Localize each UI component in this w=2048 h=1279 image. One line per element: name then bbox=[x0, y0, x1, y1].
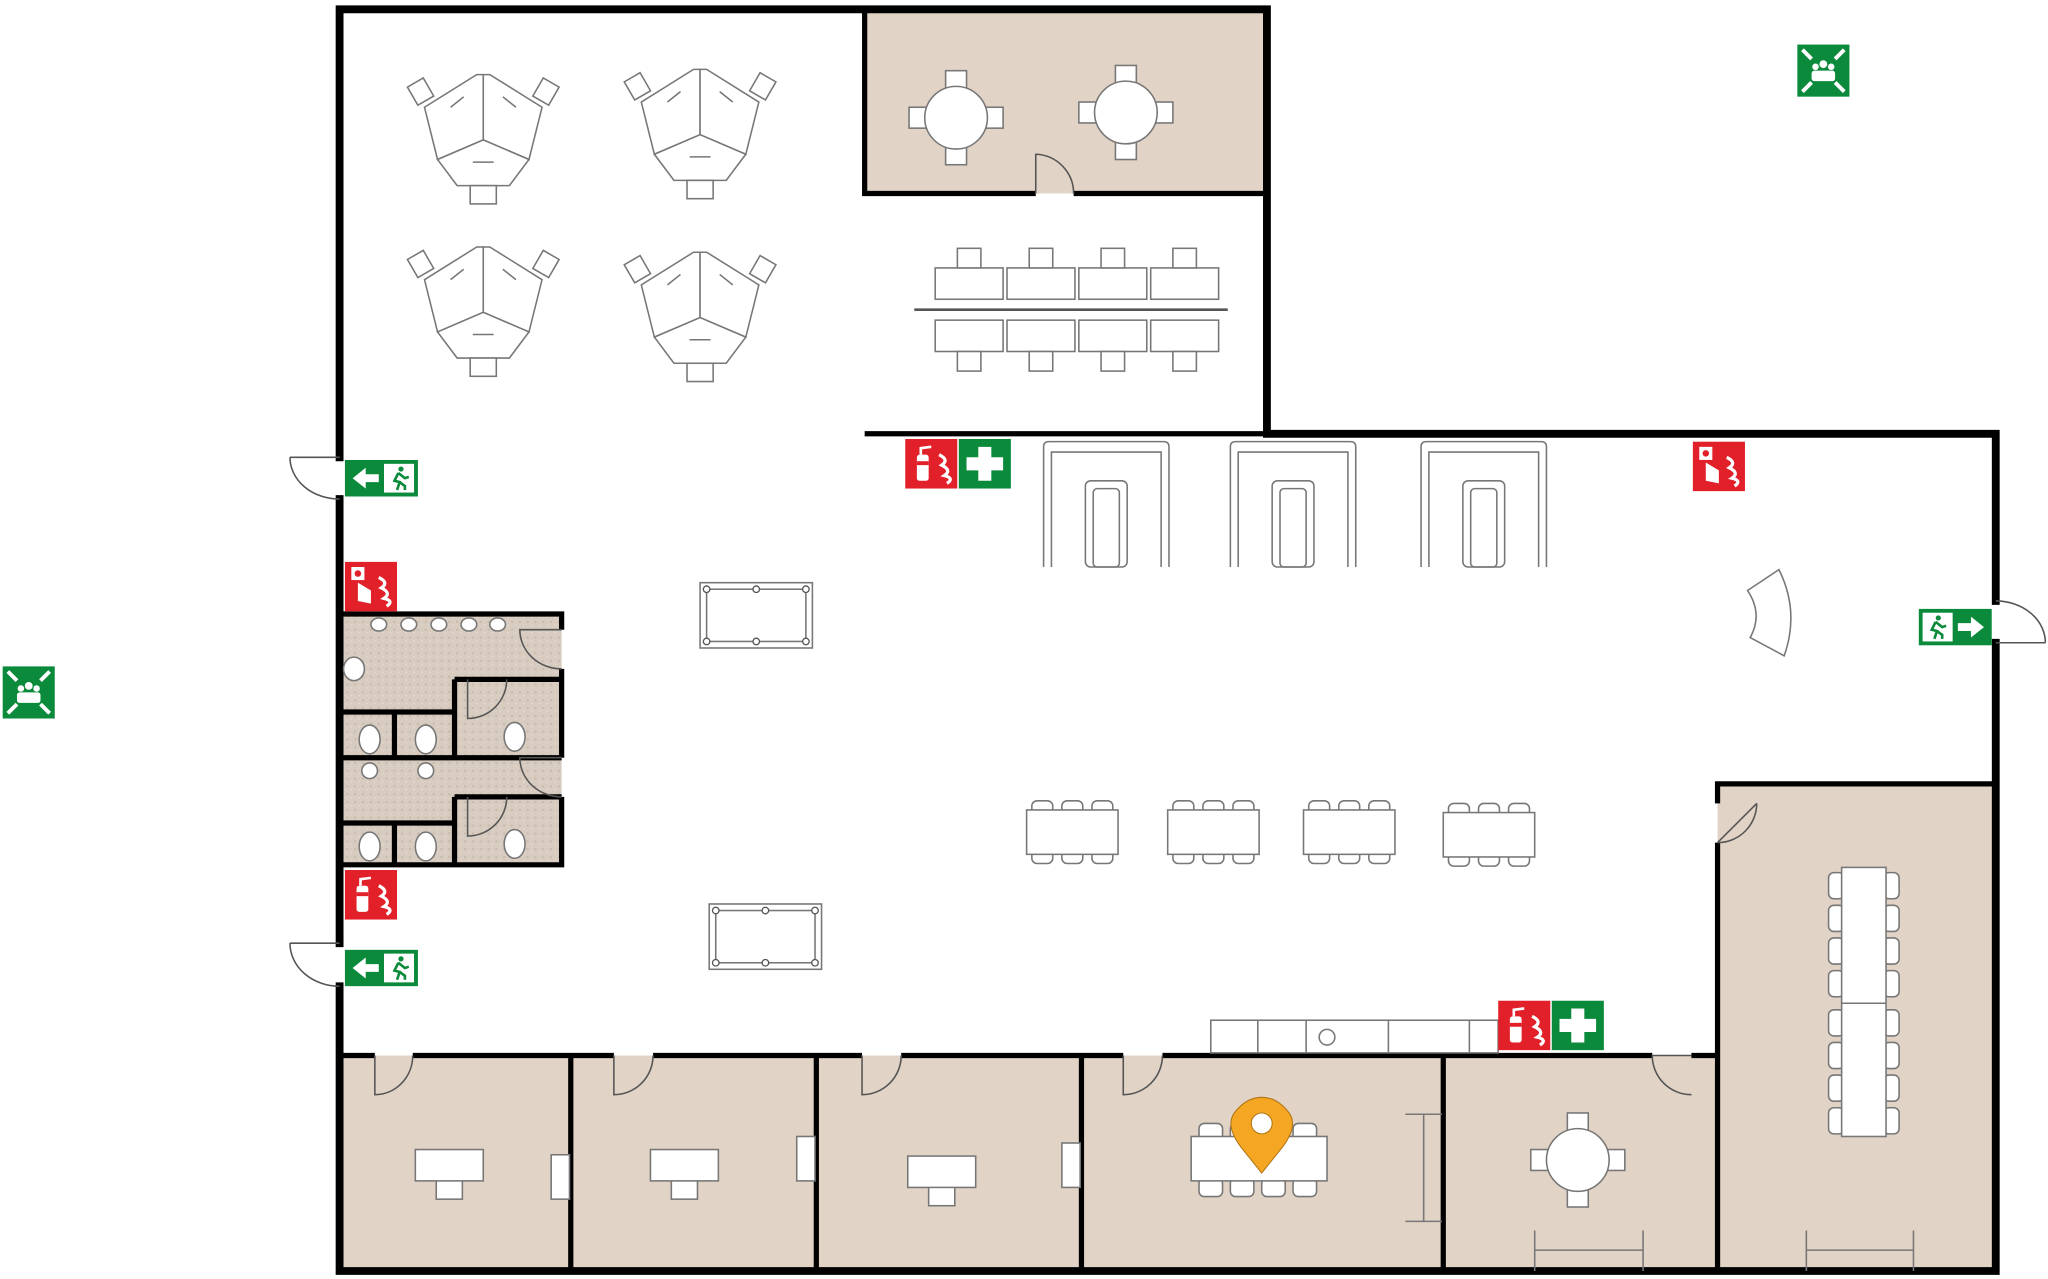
doors bbox=[289, 153, 2047, 1096]
location-pin-icon[interactable] bbox=[1230, 1096, 1294, 1174]
fire-extinguisher-icon bbox=[1498, 1000, 1551, 1051]
first-aid-icon bbox=[1551, 1000, 1604, 1051]
boardroom-table bbox=[1827, 866, 1900, 1138]
booth bbox=[1420, 440, 1548, 568]
dining-table bbox=[1166, 800, 1260, 865]
restroom-fixtures bbox=[342, 617, 526, 862]
walls bbox=[335, 5, 2000, 1275]
emergency-exit-icon bbox=[344, 949, 418, 987]
fire-extinguisher-icon bbox=[344, 870, 398, 920]
workstation-pod bbox=[623, 251, 777, 383]
booth bbox=[1229, 440, 1357, 568]
first-aid-icon bbox=[958, 439, 1011, 489]
workstation-pod bbox=[406, 246, 560, 378]
dining-table bbox=[1442, 802, 1536, 867]
emergency-exit-icon bbox=[1918, 608, 1992, 646]
pool-table bbox=[708, 903, 823, 971]
pool-table bbox=[699, 581, 814, 649]
workstation-pod bbox=[406, 73, 560, 205]
kitchen-counter bbox=[1209, 1019, 1499, 1054]
fire-alarm-icon bbox=[344, 561, 398, 612]
emergency-exit-icon bbox=[344, 459, 418, 497]
dining-table bbox=[1302, 800, 1396, 865]
assembly-point-icon bbox=[2, 666, 55, 719]
dining-table bbox=[1025, 800, 1119, 865]
fire-alarm-icon bbox=[1692, 441, 1745, 492]
curved-bench bbox=[1746, 568, 1792, 657]
assembly-point-icon bbox=[1797, 44, 1850, 97]
booth bbox=[1042, 440, 1170, 568]
fire-extinguisher-icon bbox=[905, 439, 958, 489]
workstation-pod bbox=[623, 68, 777, 200]
meeting-room-top bbox=[864, 9, 1267, 194]
bench-desks bbox=[914, 247, 1228, 372]
